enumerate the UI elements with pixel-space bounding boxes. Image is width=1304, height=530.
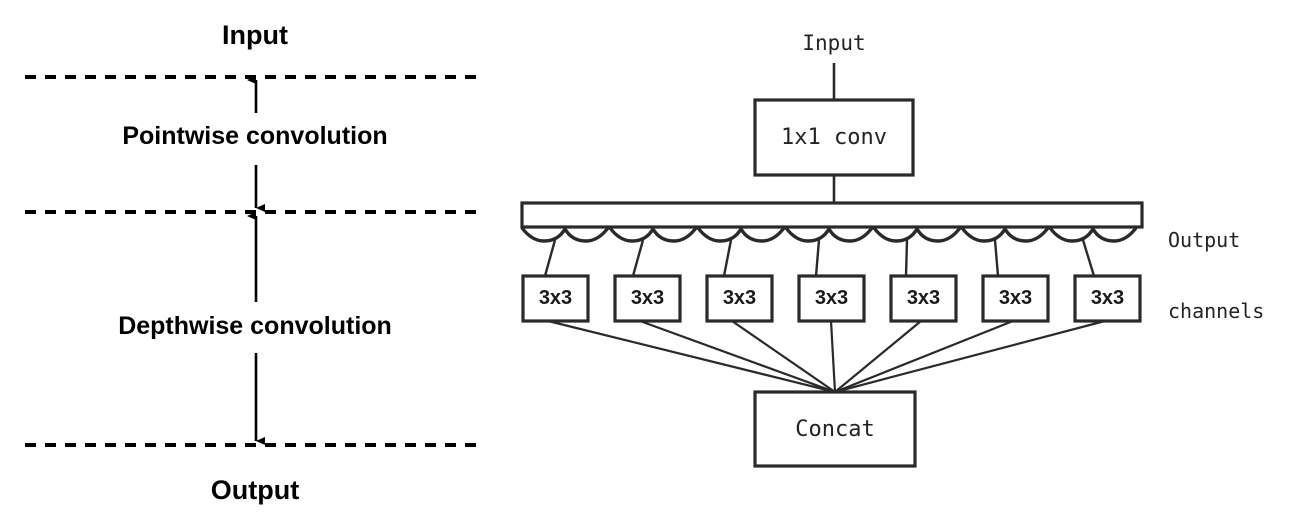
brace-group-4 <box>784 225 874 277</box>
brace-group-5 <box>872 225 962 277</box>
brace-group-3 <box>696 225 786 277</box>
kernel-box-label-5: 3x3 <box>906 287 941 309</box>
conv-1x1-label: 1x1 conv <box>781 125 887 150</box>
concat-box <box>753 390 917 468</box>
brace-group-6 <box>960 225 1050 277</box>
kernel-box-label-7: 3x3 <box>1090 287 1125 309</box>
kernel-box-2 <box>613 274 682 323</box>
output-channels-bar <box>520 201 1144 229</box>
output-channels-label: Output channels <box>1168 182 1264 371</box>
kernel-box-3 <box>705 274 774 323</box>
output-channels-label-line1: Output <box>1168 228 1241 253</box>
kernel-box-7 <box>1073 274 1142 323</box>
output-channels-label-line2: channels <box>1168 298 1265 323</box>
kernel-box-label-1: 3x3 <box>538 287 573 309</box>
concat-label: Concat <box>795 416 875 442</box>
left-input-label: Input <box>222 20 288 50</box>
depthwise-convolution-label: Depthwise convolution <box>118 312 392 340</box>
right-input-label: Input <box>802 31 866 55</box>
kernel-box-label-6: 3x3 <box>998 287 1033 309</box>
brace-group-1 <box>520 225 610 277</box>
kernel-box-label-4: 3x3 <box>814 287 849 309</box>
concat-fan-edges <box>547 319 1106 394</box>
kernel-box-6 <box>981 274 1050 323</box>
kernel-box-5 <box>889 274 958 323</box>
kernel-box-label-3: 3x3 <box>722 287 757 309</box>
left-output-label: Output <box>210 475 300 505</box>
pointwise-convolution-label: Pointwise convolution <box>122 122 388 150</box>
brace-group-2 <box>608 225 698 277</box>
brace-group-7 <box>1048 225 1138 277</box>
kernel-box-label-2: 3x3 <box>630 287 665 309</box>
kernel-box-1 <box>521 274 590 323</box>
